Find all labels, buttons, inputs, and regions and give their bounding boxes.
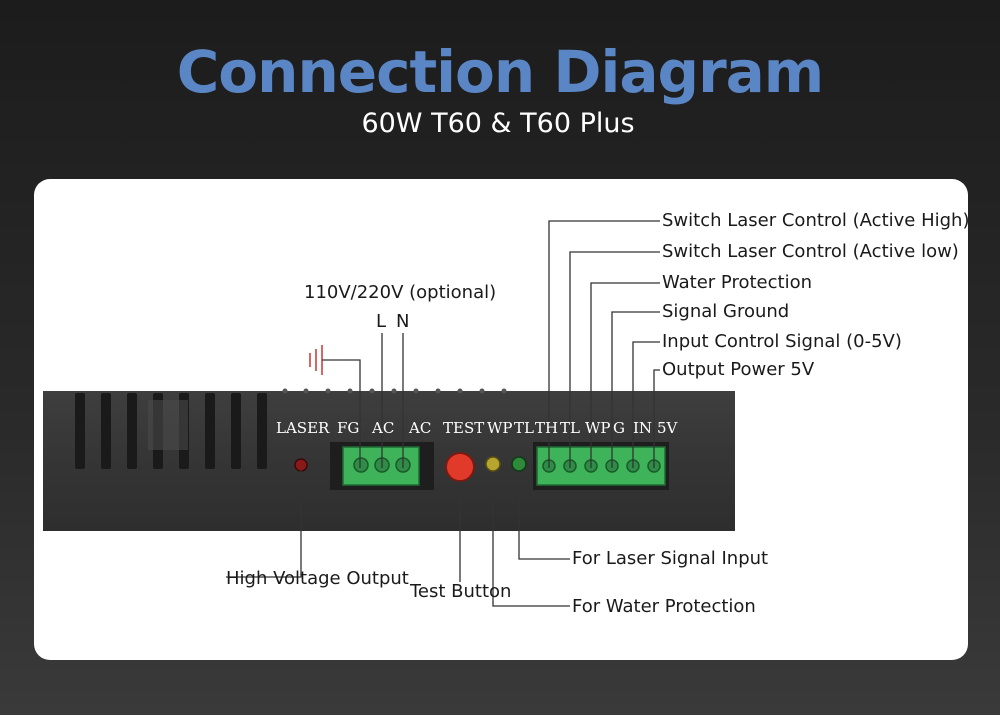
callout-test-button: Test Button xyxy=(410,581,512,602)
callout-active-low: Switch Laser Control (Active low) xyxy=(662,241,959,262)
callout-water-protection: Water Protection xyxy=(662,272,812,293)
callout-output-power: Output Power 5V xyxy=(662,359,815,380)
panel-label-tl2: TL xyxy=(560,419,580,437)
l-label: L xyxy=(376,311,387,332)
ground-symbol xyxy=(309,345,323,375)
callout-water-protection-led: For Water Protection xyxy=(572,596,756,617)
panel-label-test: TEST xyxy=(443,419,485,437)
panel-label-laser: LASER xyxy=(276,419,330,437)
panel-label-g: G xyxy=(613,419,625,437)
callout-input-control-signal: Input Control Signal (0-5V) xyxy=(662,331,902,352)
n-label: N xyxy=(396,311,410,332)
panel-label-ac2: AC xyxy=(409,419,432,437)
power-input-label: 110V/220V (optional) xyxy=(304,282,497,303)
leader-lines xyxy=(226,220,660,607)
panel-label-in: IN xyxy=(633,419,653,437)
panel-label-th: TH xyxy=(535,419,559,437)
tl-led xyxy=(511,456,527,472)
panel-label-ac1: AC xyxy=(372,419,395,437)
panel-label-wp2: WP xyxy=(585,419,611,437)
panel-label-wp: WP xyxy=(487,419,513,437)
signal-terminal-block xyxy=(533,442,669,490)
wp-led xyxy=(485,456,501,472)
panel-label-5v: 5V xyxy=(657,419,678,437)
callout-signal-ground: Signal Ground xyxy=(662,301,790,322)
panel-label-fg: FG xyxy=(337,419,360,437)
callout-active-high: Switch Laser Control (Active High) xyxy=(662,210,970,231)
callout-laser-signal-input: For Laser Signal Input xyxy=(572,548,769,569)
page-subtitle: 60W T60 & T60 Plus xyxy=(361,108,635,139)
panel-label-tl: TL xyxy=(514,419,534,437)
screw-dots xyxy=(282,388,507,394)
laser-led xyxy=(294,458,308,472)
page-title: Connection Diagram xyxy=(176,38,825,106)
test-button xyxy=(445,452,475,482)
spec-sticker xyxy=(148,400,188,450)
callout-high-voltage-output: High Voltage Output xyxy=(226,568,409,589)
